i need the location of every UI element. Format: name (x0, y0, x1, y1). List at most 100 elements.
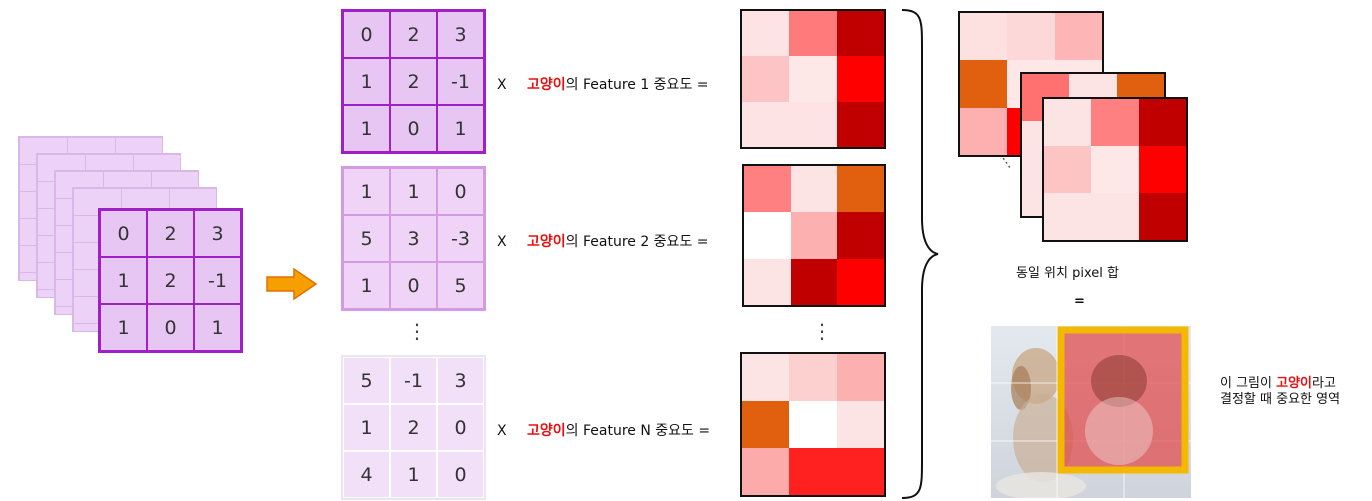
multiply-sign: X (497, 77, 507, 93)
weighted-heatmap-n (740, 352, 886, 497)
heatmap-cell (1044, 193, 1092, 240)
equals-sign: = (1074, 294, 1085, 309)
equation-row-1: X 고양이의 Feature 1 중요도 = (497, 74, 709, 94)
heatmap-cell (1091, 146, 1139, 193)
heatmap-cell (789, 11, 837, 57)
heatmap-cell (960, 60, 1008, 108)
matrix-cell: -3 (437, 215, 484, 262)
matrix-cell: 3 (437, 357, 484, 404)
importance-label: 의 Feature 2 중요도 = (565, 234, 709, 250)
matrix-cell: 0 (100, 210, 147, 257)
matrix-cell: 5 (343, 357, 390, 404)
heatmap-cell (789, 448, 837, 495)
heatmap-cell (1138, 146, 1186, 193)
heatmap-cell (960, 13, 1008, 61)
cat-label: 고양이 (527, 234, 566, 250)
heatmap-cell (742, 448, 790, 495)
heatmap-cell (742, 11, 790, 57)
matrix-cell: 3 (390, 215, 437, 262)
diagonal-ellipsis: ⋮ (996, 152, 1018, 174)
stacked-heatmap-front (1042, 97, 1188, 242)
heatmap-cell (837, 166, 884, 213)
matrix-cell: 2 (147, 210, 194, 257)
matrix-cell: 1 (343, 404, 390, 451)
matrix-cell: 2 (390, 11, 437, 58)
heatmap-cell (836, 354, 884, 401)
heatmap-cell (1007, 13, 1055, 61)
heatmap-cell (742, 354, 790, 401)
heatmap-cell (790, 166, 838, 213)
heatmap-cell (789, 401, 837, 448)
conclusion-prefix: 이 그림이 (1220, 376, 1277, 391)
weighted-heatmap-2 (742, 164, 886, 307)
matrix-cell: 3 (194, 210, 241, 257)
matrix-cell: -1 (390, 357, 437, 404)
heatmap-cell (1054, 13, 1102, 61)
heatmap-cell (837, 212, 884, 259)
matrix-cell: 5 (343, 215, 390, 262)
heatmap-cell (744, 212, 791, 259)
heatmap-cell (1091, 99, 1139, 146)
matrix-cell: 1 (343, 168, 390, 215)
matrix-cell: 1 (437, 105, 484, 152)
heatmap-cell (836, 56, 884, 102)
vertical-ellipsis: ⋮ (407, 319, 427, 343)
heatmap-cell (744, 166, 791, 213)
matrix-cell: 4 (343, 451, 390, 498)
importance-label: 의 Feature 1 중요도 = (565, 77, 709, 93)
heatmap-cell (836, 101, 884, 147)
cat-label: 고양이 (527, 77, 566, 93)
heatmap-cell (790, 212, 838, 259)
matrix-cell: 1 (343, 105, 390, 152)
cat-label: 고양이 (527, 423, 566, 439)
equation-row-n: X 고양이의 Feature N 중요도 = (497, 420, 710, 440)
matrix-cell: -1 (437, 58, 484, 105)
matrix-cell: 0 (437, 451, 484, 498)
conclusion-suffix: 라고 (1312, 376, 1336, 391)
heatmap-cell (744, 258, 791, 305)
matrix-cell: 0 (343, 11, 390, 58)
matrix-cell: 1 (390, 451, 437, 498)
feature-matrix-n: 5 -1 3 1 2 0 4 1 0 (341, 355, 486, 500)
heatmap-cell (836, 11, 884, 57)
heatmap-cell (742, 101, 790, 147)
weighted-heatmap-1 (740, 9, 886, 149)
matrix-cell: 5 (437, 262, 484, 309)
matrix-cell: 1 (390, 168, 437, 215)
matrix-cell: 0 (437, 404, 484, 451)
matrix-cell: 1 (343, 58, 390, 105)
heatmap-cell (789, 354, 837, 401)
matrix-cell: 2 (390, 58, 437, 105)
matrix-cell: 1 (194, 304, 241, 351)
conclusion-line-1: 이 그림이 고양이라고 (1220, 372, 1336, 391)
multiply-sign: X (497, 234, 507, 250)
feature-matrix-1: 0 2 3 1 2 -1 1 0 1 (341, 9, 486, 154)
heatmap-cell (742, 56, 790, 102)
matrix-cell: 0 (437, 168, 484, 215)
matrix-cell: 2 (147, 257, 194, 304)
heatmap-cell (1044, 146, 1092, 193)
heatmap-cell (1091, 193, 1139, 240)
input-feature-matrix: 0 2 3 1 2 -1 1 0 1 (98, 208, 243, 353)
matrix-cell: 0 (390, 105, 437, 152)
heatmap-cell (789, 56, 837, 102)
pixel-sum-label: 동일 위치 pixel 합 (1016, 266, 1119, 281)
cat-dog-photo (991, 326, 1191, 498)
cat-label: 고양이 (1276, 376, 1312, 391)
heatmap-cell (1138, 99, 1186, 146)
matrix-cell: 1 (343, 262, 390, 309)
heatmap-cell (837, 258, 884, 305)
vertical-ellipsis: ⋮ (812, 319, 832, 343)
curly-brace (901, 9, 939, 499)
feature-matrix-2: 1 1 0 5 3 -3 1 0 5 (341, 166, 486, 311)
conclusion-line-2: 결정할 때 중요한 영역 (1220, 392, 1341, 407)
matrix-cell: -1 (194, 257, 241, 304)
multiply-sign: X (497, 423, 507, 439)
heatmap-cell (1044, 99, 1092, 146)
heatmap-cell (836, 448, 884, 495)
heatmap-cell (960, 107, 1008, 155)
matrix-cell: 0 (147, 304, 194, 351)
heatmap-cell (789, 101, 837, 147)
importance-label: 의 Feature N 중요도 = (565, 423, 711, 439)
matrix-cell: 1 (100, 257, 147, 304)
